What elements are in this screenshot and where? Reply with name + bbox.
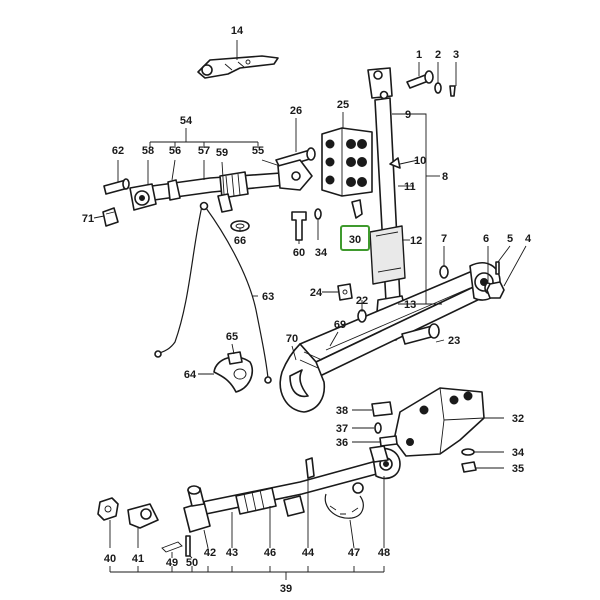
callout-71: 71 <box>82 213 94 225</box>
part-3-bolt <box>449 85 456 97</box>
callout-69: 69 <box>334 319 346 331</box>
callout-37: 37 <box>336 423 348 435</box>
callout-55: 55 <box>252 145 264 157</box>
callout-48: 48 <box>378 547 390 559</box>
callout-23: 23 <box>448 335 460 347</box>
callout-3: 3 <box>453 49 459 61</box>
callout-42: 42 <box>204 547 216 559</box>
part-38-pin <box>371 401 393 417</box>
callout-8: 8 <box>442 171 448 183</box>
callout-66: 66 <box>234 235 246 247</box>
callout-26: 26 <box>290 105 302 117</box>
callout-41: 41 <box>132 553 144 565</box>
part-36-pin <box>379 435 398 447</box>
part-35-nut <box>461 461 477 473</box>
callout-56: 56 <box>169 145 181 157</box>
part-47-chain <box>324 482 364 519</box>
callout-5: 5 <box>507 233 513 245</box>
part-25-bracket-block <box>321 127 373 197</box>
callout-2: 2 <box>435 49 441 61</box>
part-71-clip <box>102 207 119 227</box>
callout-1: 1 <box>416 49 422 61</box>
part-58-eye-end <box>129 183 157 211</box>
callout-58: 58 <box>142 145 154 157</box>
part-14-bracket <box>197 55 279 79</box>
callout-10: 10 <box>414 155 426 167</box>
callout-13: 13 <box>404 299 416 311</box>
part-48-end <box>369 445 389 463</box>
part-44-bolt <box>305 457 315 479</box>
callout-36: 36 <box>336 437 348 449</box>
part-10-clip <box>389 157 401 169</box>
part-1-pin <box>406 70 434 89</box>
part-2-ring <box>434 82 442 94</box>
part-62-pin <box>103 178 130 195</box>
part-34-washer-lower <box>461 448 475 456</box>
callout-62: 62 <box>112 145 124 157</box>
callout-57: 57 <box>198 145 210 157</box>
callout-30: 30 <box>349 234 361 246</box>
part-63-chain-cable <box>154 201 272 384</box>
callout-6: 6 <box>483 233 489 245</box>
callout-39: 39 <box>280 583 292 595</box>
part-60-bolt <box>291 211 307 241</box>
part-55-rod-assembly <box>151 159 313 201</box>
callout-65: 65 <box>226 331 238 343</box>
callout-9: 9 <box>405 109 411 121</box>
part-64-holder <box>213 351 254 393</box>
part-49-clip <box>161 541 183 553</box>
callout-70: 70 <box>286 333 298 345</box>
callout-34-upper: 34 <box>315 247 328 259</box>
part-4-nut <box>486 281 505 299</box>
part-41-eye <box>127 503 159 529</box>
callout-40: 40 <box>104 553 116 565</box>
callout-50: 50 <box>186 557 198 569</box>
callout-64: 64 <box>184 369 197 381</box>
callout-49: 49 <box>166 557 178 569</box>
callout-35: 35 <box>512 463 524 475</box>
callout-7: 7 <box>441 233 447 245</box>
highlight-box-30 <box>340 225 370 251</box>
callout-63: 63 <box>262 291 274 303</box>
callout-11: 11 <box>404 181 416 193</box>
callout-43: 43 <box>226 547 238 559</box>
part-46-lower-link <box>201 447 401 517</box>
callout-25: 25 <box>337 99 349 111</box>
leader-lines <box>93 40 527 580</box>
part-23-pin <box>401 323 440 345</box>
callout-38: 38 <box>336 405 348 417</box>
callout-4: 4 <box>525 233 532 245</box>
callout-59: 59 <box>216 147 228 159</box>
callout-44: 44 <box>302 547 315 559</box>
part-7-washer <box>439 265 449 279</box>
part-40-nut <box>97 497 119 521</box>
callout-32: 32 <box>512 413 524 425</box>
callout-46: 46 <box>264 547 276 559</box>
callout-22: 22 <box>356 295 368 307</box>
callout-47: 47 <box>348 547 360 559</box>
callout-60: 60 <box>293 247 305 259</box>
part-42-clevis <box>183 485 211 533</box>
part-34-washer-upper <box>314 208 322 220</box>
part-37-ring <box>374 422 382 434</box>
part-50-pin <box>185 535 191 557</box>
part-5-pin <box>495 261 500 275</box>
part-32-clevis <box>393 387 485 457</box>
part-69-lower-arm <box>299 262 501 377</box>
part-59-grease-nipple <box>217 193 233 213</box>
callout-34-lower: 34 <box>512 447 525 459</box>
part-24-clip <box>337 283 353 301</box>
part-70-hook-end <box>279 343 326 413</box>
part-9-top-link <box>367 67 409 341</box>
part-30-clip <box>351 199 363 219</box>
callout-54: 54 <box>180 115 193 127</box>
callout-14: 14 <box>231 25 244 37</box>
callout-24: 24 <box>310 287 323 299</box>
callout-12: 12 <box>410 235 422 247</box>
callout-labels: 14 1 2 3 26 25 9 54 62 58 56 57 59 55 10… <box>82 25 532 595</box>
